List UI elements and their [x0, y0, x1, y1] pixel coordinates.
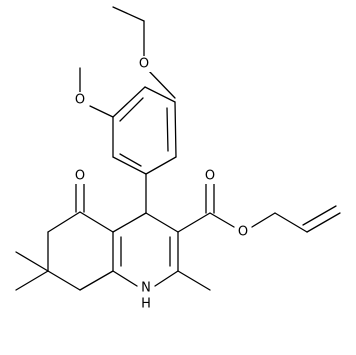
bond-c4-c3: [145, 212, 179, 233]
atom-label-ketone-oxygen: O: [75, 169, 85, 184]
bond-ester-o-ch2: [251, 212, 276, 228]
bond-benzene-4: [112, 156, 147, 175]
atom-label-ester-oxygen: O: [238, 225, 248, 240]
bond-allyl-ch-ch2-double: [302, 205, 337, 226]
bond-c5-c6: [47, 211, 81, 233]
bond-benzene-1: [144, 86, 176, 103]
bond-benzene-double-b: [119, 153, 142, 167]
bond-allyl-ch-ch2: [306, 212, 341, 233]
atom-label-carbonyl-oxygen: O: [205, 169, 215, 184]
bond-c4-c4a: [112, 212, 147, 233]
bond-c3-carbonyl: [177, 212, 211, 233]
bond-c7-methyl-b: [15, 270, 49, 291]
bond-c4a-c5: [79, 211, 114, 233]
bond-benzene-double-c: [119, 97, 144, 122]
bond-carbonyl-ester-o: [209, 212, 235, 228]
bond-methoxy-o-ring: [89, 105, 114, 118]
bond-n1-c8a: [112, 270, 138, 287]
bond-c8-c8a: [79, 270, 114, 291]
bond-c7-c8: [47, 270, 81, 291]
atom-label-ethoxy-oxygen: O: [139, 57, 149, 72]
bond-benzene-6: [112, 86, 146, 118]
bond-benzene-2: [174, 101, 177, 158]
bond-allyl-ch2-ch: [274, 212, 308, 233]
bond-benzene-3: [145, 156, 177, 175]
atom-label-amine-hydrogen: H: [141, 297, 151, 312]
atom-labels: O O O O O N H: [73, 56, 250, 312]
bond-c2-methyl: [177, 270, 211, 291]
bond-c2-n1: [154, 270, 179, 287]
bond-c7-methyl-a: [15, 251, 49, 272]
atom-label-amine-nitrogen: N: [141, 281, 151, 296]
atom-label-methoxy-oxygen: O: [75, 93, 85, 108]
bond-benzene-double-a: [166, 107, 169, 152]
bond-ethoxy-o-ring: [147, 69, 176, 99]
bond-ethyl-ch3-ch2: [112, 6, 145, 22]
bonds: [15, 6, 341, 291]
